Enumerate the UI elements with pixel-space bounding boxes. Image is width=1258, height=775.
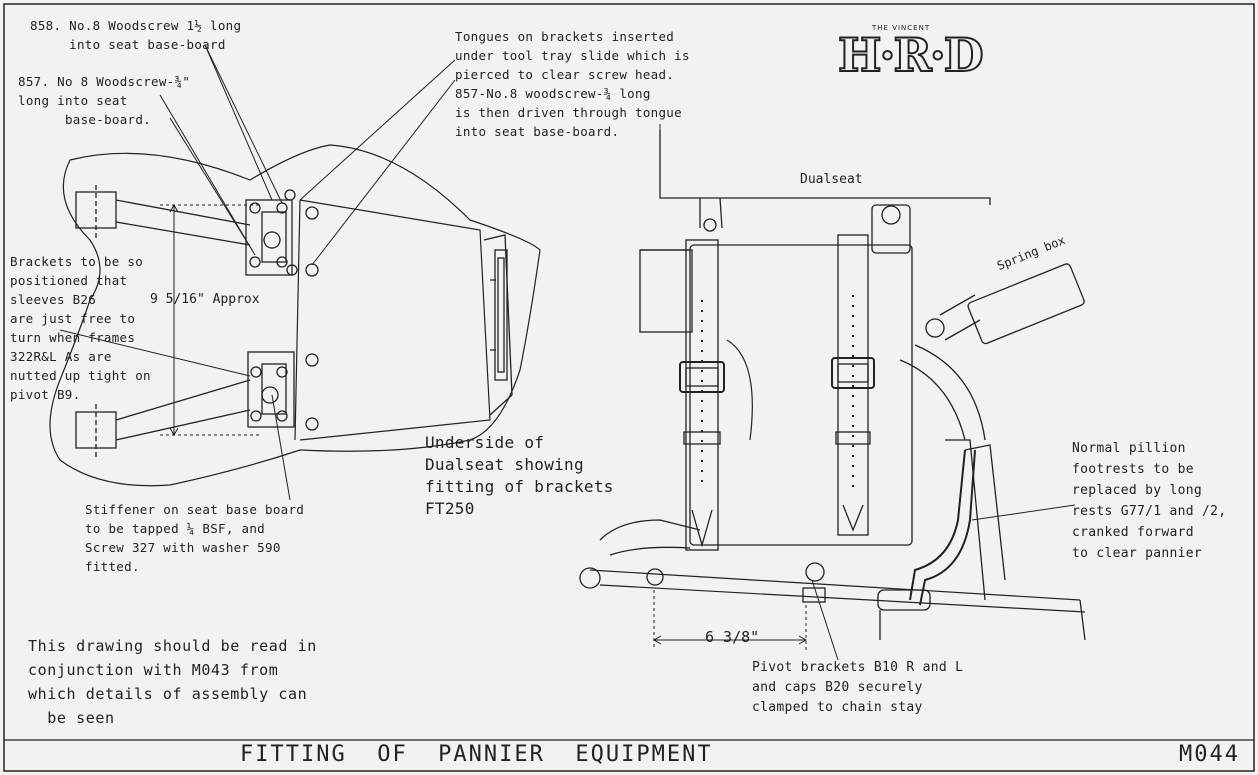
logo-small-text: THE VINCENT	[872, 24, 931, 32]
dim-6-3-8: 6 3/8"	[705, 628, 760, 646]
note-underside: Underside of Dualseat showing fitting of…	[425, 433, 614, 518]
note-brackets: Brackets to be so positioned that sleeve…	[10, 254, 151, 402]
note-pivot: Pivot brackets B10 R and L and caps B20 …	[752, 660, 964, 715]
note-stiffener: Stiffener on seat base board to be tappe…	[85, 502, 305, 574]
note-858: 858. No.8 Woodscrew 1½ long into seat ba…	[30, 18, 242, 52]
dim-9-5-16: 9 5/16" Approx	[150, 292, 260, 307]
note-read-with: This drawing should be read in conjuncti…	[28, 637, 317, 727]
drawing-title: FITTING OF PANNIER EQUIPMENT	[240, 742, 713, 767]
note-857: 857. No 8 Woodscrew-¾" long into seat ba…	[18, 74, 191, 127]
hrd-logo: H·R·D	[837, 27, 985, 83]
note-footrests: Normal pillion footrests to be replaced …	[1072, 441, 1227, 561]
border-frame	[3, 3, 1255, 772]
label-dualseat: Dualseat	[800, 172, 863, 187]
drawing-number: M044	[1179, 742, 1240, 767]
seat-underside-view	[49, 44, 541, 501]
note-tongues: Tongues on brackets inserted under tool …	[455, 29, 690, 139]
pannier-side-view	[579, 124, 1086, 661]
